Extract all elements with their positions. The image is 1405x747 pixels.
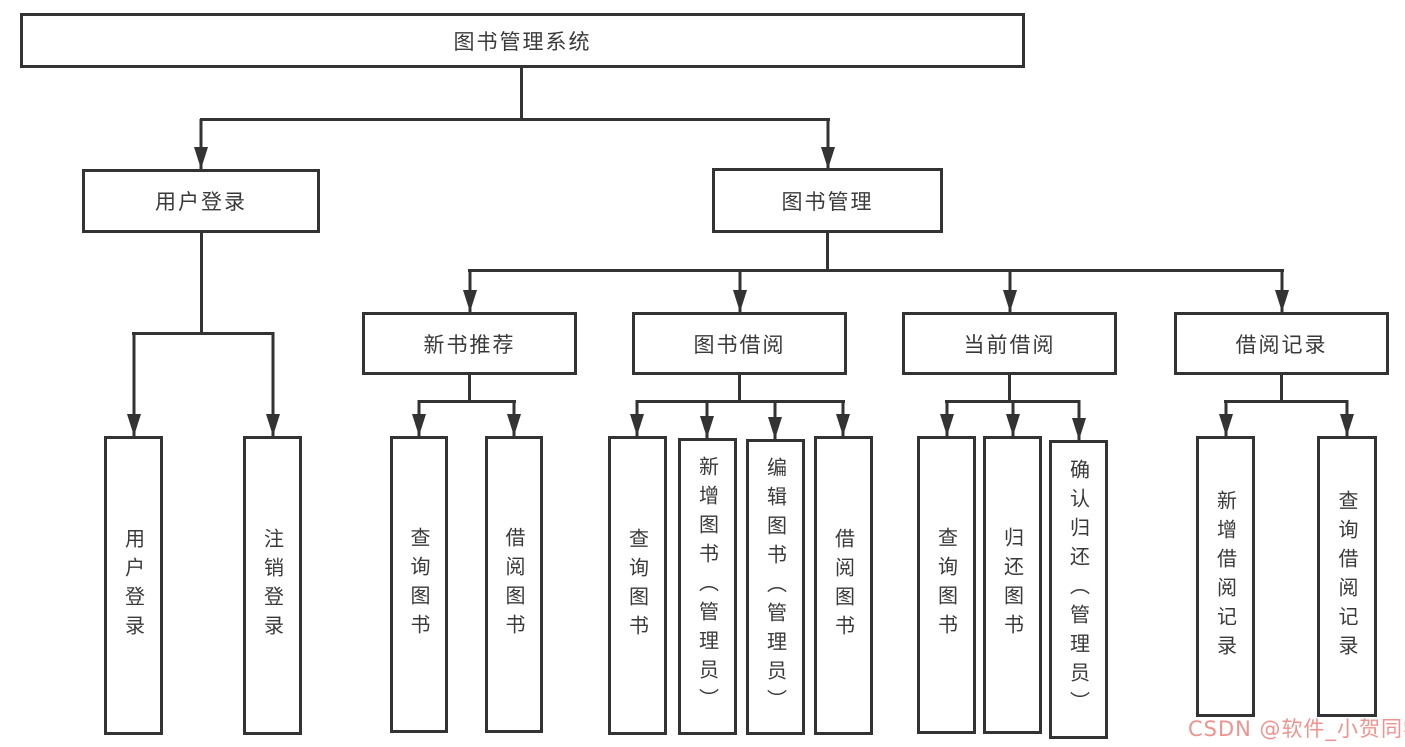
node-label: 查询图书: [625, 527, 650, 644]
connector-bb-vline: [738, 375, 741, 403]
arrow-head-icon: [1072, 418, 1086, 440]
node-label: 新增图书（管理员）: [695, 456, 720, 717]
node-leaf-cb-query-books: 查询图书: [917, 436, 976, 734]
node-label: 借阅图书: [502, 526, 526, 643]
connector-user-login-hline: [132, 332, 274, 335]
arrow-head-icon: [821, 147, 835, 169]
connector-root-hline: [200, 118, 830, 121]
connector-cb-vline: [1008, 375, 1011, 403]
arrow-head-icon: [836, 414, 850, 436]
arrow-head-icon: [412, 414, 426, 436]
arrow-root-to-book-management: [821, 119, 835, 169]
arrow-to-bb-borrow-books: [836, 400, 850, 436]
connector-user-login-vline: [200, 233, 203, 334]
node-label: 新书推荐: [423, 332, 516, 357]
node-label: 查询图书: [934, 527, 959, 643]
node-leaf-bb-add-books-admin: 新增图书（管理员）: [678, 438, 737, 735]
node-leaf-br-add-record: 新增借阅记录: [1196, 436, 1255, 717]
node-label: 图书管理系统: [453, 29, 592, 54]
connector-root-vline: [520, 66, 523, 119]
node-label: 用户登录: [155, 190, 247, 214]
arrow-head-icon: [700, 416, 714, 438]
arrow-head-icon: [1006, 414, 1020, 436]
connector-book-management-hline: [468, 269, 1284, 272]
connector-br-vline: [1280, 375, 1283, 403]
node-label: 注销登录: [260, 527, 285, 644]
node-library-management-system: 图书管理系统: [20, 13, 1025, 68]
node-book-management: 图书管理: [712, 168, 943, 233]
node-leaf-cb-confirm-return-admin: 确认归还（管理员）: [1049, 440, 1108, 739]
node-leaf-user-login: 用户登录: [104, 436, 163, 735]
connector-nbr-hline: [418, 400, 516, 403]
arrow-to-new-book-recommendation: [463, 269, 477, 312]
arrow-stem: [199, 119, 203, 169]
node-leaf-nbr-query-books: 查询图书: [390, 436, 448, 733]
connector-book-management-vline: [826, 233, 829, 272]
arrow-to-nbr-query-books: [412, 400, 426, 436]
arrow-head-icon: [940, 414, 954, 436]
arrow-to-cb-query-books: [940, 400, 954, 436]
node-label: 新增借阅记录: [1213, 489, 1238, 664]
arrow-to-nbr-borrow-books: [507, 400, 521, 436]
node-leaf-bb-borrow-books: 借阅图书: [814, 436, 873, 735]
arrow-head-icon: [733, 290, 747, 312]
arrow-head-icon: [768, 417, 782, 439]
arrow-head-icon: [1340, 414, 1354, 436]
node-label: 借阅图书: [831, 527, 856, 644]
node-leaf-bb-query-books: 查询图书: [608, 436, 667, 735]
arrow-to-br-add-record: [1219, 400, 1233, 436]
node-label: 查询图书: [407, 526, 431, 643]
arrow-head-icon: [1275, 290, 1289, 312]
arrow-to-bb-add-books: [700, 400, 714, 438]
node-new-book-recommendation: 新书推荐: [362, 312, 577, 375]
connector-nbr-vline: [468, 375, 471, 403]
arrow-to-leaf-logout: [266, 332, 280, 436]
arrow-to-current-borrowing: [1003, 269, 1017, 312]
node-book-borrowing: 图书借阅: [632, 312, 847, 375]
arrow-to-book-borrowing: [733, 269, 747, 312]
arrow-stem: [271, 332, 275, 436]
arrow-head-icon: [1219, 414, 1233, 436]
arrow-to-bb-edit-books: [768, 400, 782, 439]
node-label: 借阅记录: [1235, 332, 1328, 357]
node-leaf-br-query-record: 查询借阅记录: [1317, 436, 1377, 717]
arrow-head-icon: [630, 414, 644, 436]
arrow-head-icon: [194, 147, 208, 169]
node-leaf-bb-edit-books-admin: 编辑图书（管理员）: [746, 439, 805, 735]
watermark-csdn: CSDN @软件_小贺同学: [1188, 717, 1405, 741]
node-label: 图书借阅: [693, 332, 786, 357]
arrow-head-icon: [1003, 290, 1017, 312]
arrow-to-cb-confirm-return: [1072, 400, 1086, 440]
node-borrowing-records: 借阅记录: [1174, 312, 1389, 375]
connector-bb-hline: [636, 400, 845, 403]
node-label: 归还图书: [1000, 527, 1025, 643]
arrow-head-icon: [127, 414, 141, 436]
node-leaf-nbr-borrow-books: 借阅图书: [485, 436, 543, 733]
node-current-borrowing: 当前借阅: [902, 312, 1117, 375]
node-user-login: 用户登录: [82, 169, 320, 233]
arrow-to-br-query-record: [1340, 400, 1354, 436]
node-label: 查询借阅记录: [1335, 489, 1359, 664]
arrow-to-borrowing-records: [1275, 269, 1289, 312]
connector-br-hline: [1224, 400, 1348, 403]
arrow-stem: [132, 332, 136, 436]
node-leaf-logout: 注销登录: [243, 436, 302, 735]
arrow-head-icon: [507, 414, 521, 436]
arrow-head-icon: [463, 290, 477, 312]
arrow-stem: [826, 119, 830, 169]
node-leaf-cb-return-books: 归还图书: [983, 436, 1042, 734]
arrow-head-icon: [266, 414, 280, 436]
arrow-to-bb-query-books: [630, 400, 644, 436]
arrow-root-to-user-login: [194, 119, 208, 169]
node-label: 确认归还（管理员）: [1066, 459, 1091, 720]
node-label: 当前借阅: [963, 332, 1056, 357]
node-label: 用户登录: [121, 527, 146, 644]
arrow-to-leaf-user-login: [127, 332, 141, 436]
arrow-to-cb-return-books: [1006, 400, 1020, 436]
node-label: 图书管理: [781, 189, 874, 214]
node-label: 编辑图书（管理员）: [763, 456, 788, 718]
